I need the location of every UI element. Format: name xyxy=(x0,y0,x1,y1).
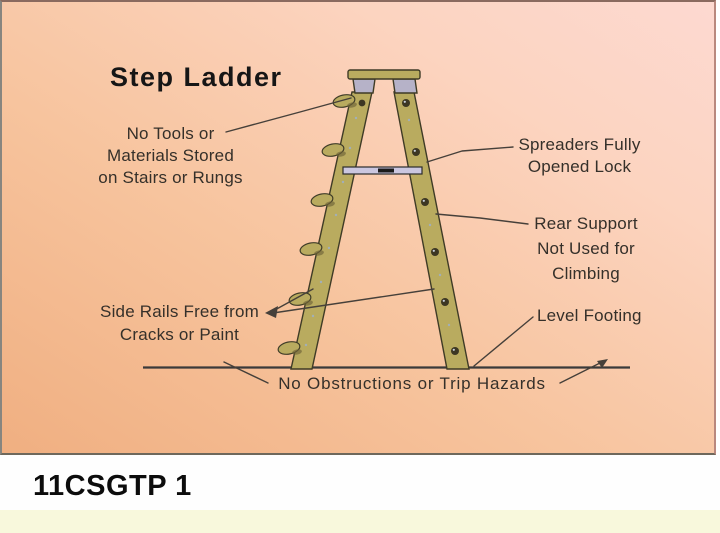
front-rail xyxy=(290,91,373,370)
leader-side-rail-front xyxy=(272,288,314,312)
leader-trip-left xyxy=(223,361,269,384)
leader-level-footing xyxy=(473,316,534,367)
label-level-footing: Level Footing xyxy=(537,306,642,325)
rivets xyxy=(358,99,459,355)
label-side-rails: Side Rails Free from Cracks or Paint xyxy=(100,302,259,344)
footer-strip xyxy=(0,510,720,533)
step-ends xyxy=(277,94,356,355)
rear-rail xyxy=(393,91,470,370)
figure-caption: 11CSGTP 1 xyxy=(33,470,192,502)
diagram-title: Step Ladder xyxy=(110,62,283,92)
leader-rear-support xyxy=(435,213,529,225)
leader-spreaders xyxy=(426,146,514,163)
top-cap xyxy=(347,69,421,80)
caption-band xyxy=(0,455,720,510)
left-bracket xyxy=(352,78,376,94)
rivet-highlights xyxy=(403,100,455,351)
leader-no-tools xyxy=(225,97,352,133)
arrowhead-trip-hazards-icon xyxy=(597,359,608,368)
label-spreaders: Spreaders Fully Opened Lock xyxy=(518,135,641,176)
arrowhead-side-rails-icon xyxy=(265,306,278,318)
leader-side-rail-rear xyxy=(272,288,435,314)
right-bracket xyxy=(392,78,418,94)
leader-lines xyxy=(223,97,603,384)
label-obstructions: No Obstructions or Trip Hazards xyxy=(278,374,546,393)
label-no-tools: No Tools or Materials Stored on Stairs o… xyxy=(98,124,243,187)
leader-trip-right xyxy=(559,361,603,384)
step-shadows xyxy=(292,102,357,355)
leader-arrowheads xyxy=(265,306,608,368)
label-rear-support: Rear Support Not Used for Climbing xyxy=(534,214,638,283)
spreader-bar-icon xyxy=(342,166,423,175)
step-ladder-diagram xyxy=(143,69,630,384)
step-ladder-icon xyxy=(290,69,470,370)
